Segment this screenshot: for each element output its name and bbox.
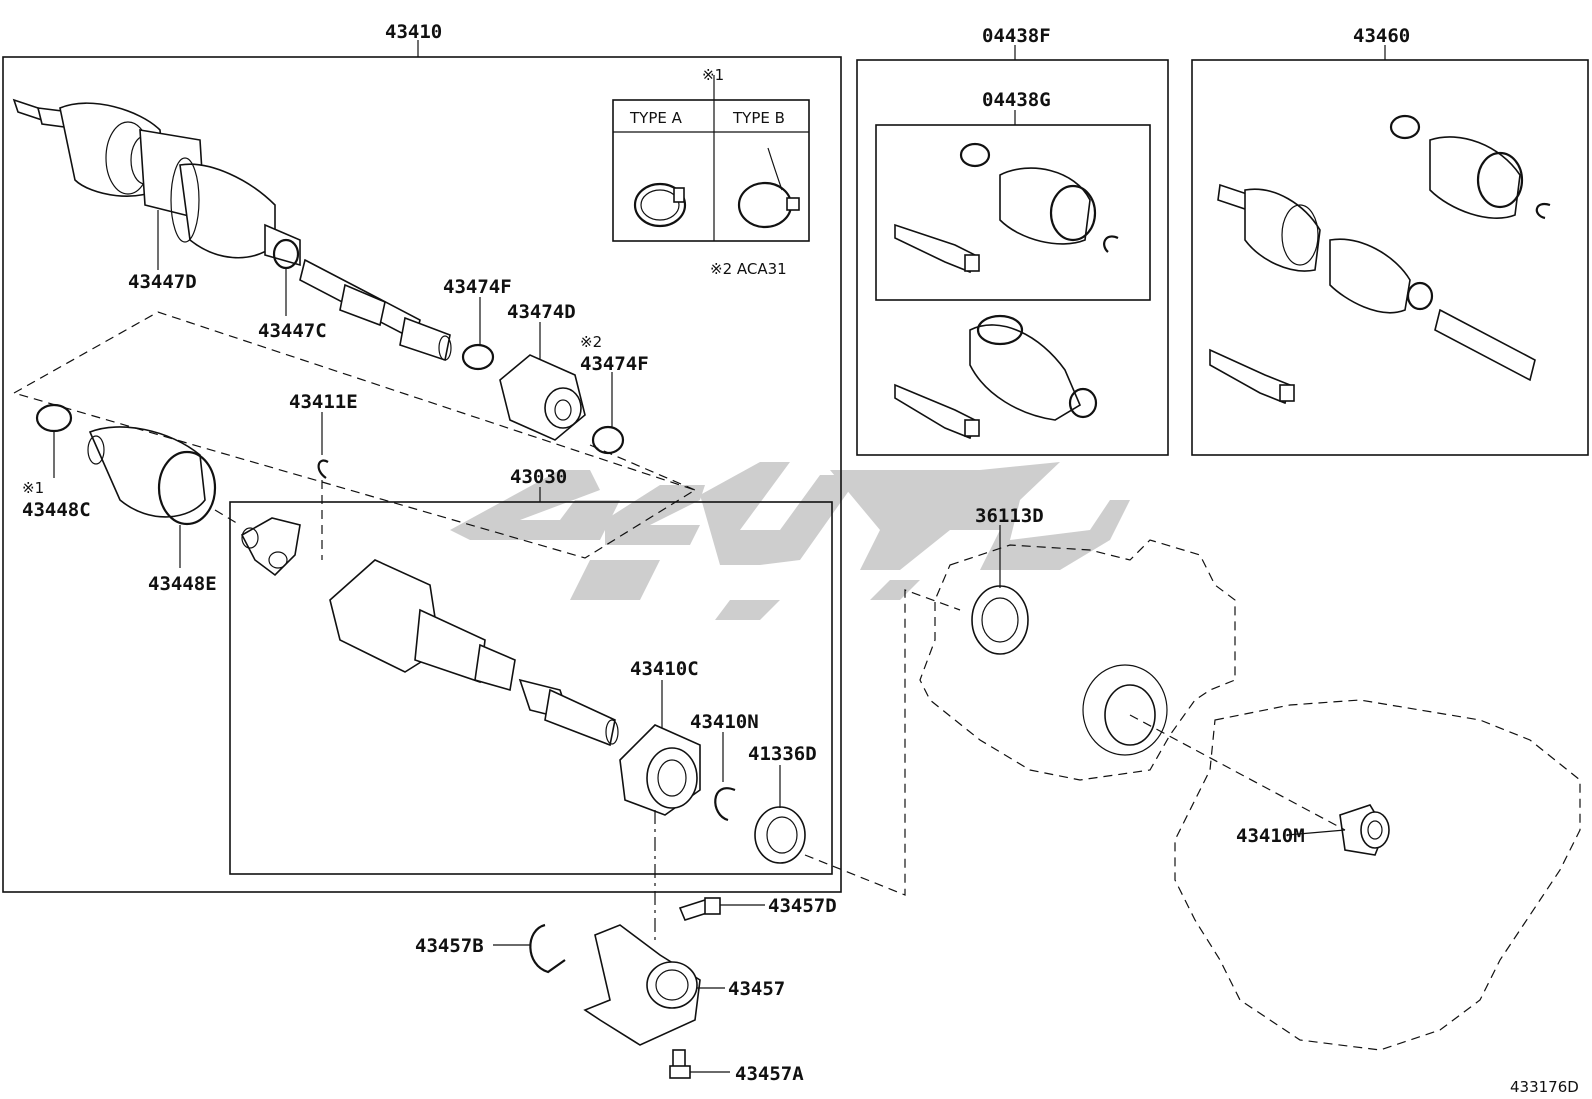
- transaxle-case-outline: [919, 539, 1581, 1051]
- assembly-43460: [1209, 114, 1551, 405]
- label-43410N: 43410N: [690, 711, 759, 733]
- kit-04438F-parts: [894, 314, 1098, 440]
- label-43460: 43460: [1353, 25, 1410, 47]
- bearing-43410M: [1339, 804, 1390, 856]
- leader-lines: [53, 40, 1386, 1073]
- diagram-id: 433176D: [1510, 1078, 1579, 1096]
- bearing-43410C: [619, 724, 701, 816]
- label-43447D: 43447D: [128, 271, 197, 293]
- label-04438F: 04438F: [982, 25, 1051, 47]
- box-04438F: [856, 59, 1169, 456]
- label-note2-mark: ※2: [580, 333, 602, 351]
- oil-seal-41336D: [754, 806, 806, 864]
- label-43474F-a: 43474F: [443, 276, 512, 298]
- box-43460: [1191, 59, 1589, 456]
- label-type-b: TYPE B: [732, 109, 785, 127]
- damper-43474D: [499, 354, 586, 441]
- assembly-lines: [12, 311, 1346, 940]
- snap-ring-43411E: [317, 459, 329, 479]
- clamp-type-inset: [612, 86, 810, 242]
- label-43448E: 43448E: [148, 573, 217, 595]
- clamp-type-a-icon: [633, 182, 687, 228]
- snap-ring-43410N: [714, 787, 736, 822]
- label-43448C: 43448C: [22, 499, 91, 521]
- bolt-43457A: [669, 1049, 691, 1079]
- watermark-logo: [450, 462, 1130, 620]
- outer-axle-assembly: [12, 98, 452, 362]
- bracket-43457: [583, 924, 701, 1046]
- label-43410C: 43410C: [630, 658, 699, 680]
- box-04438G: [875, 124, 1151, 301]
- label-43474D: 43474D: [507, 301, 576, 323]
- label-43457: 43457: [728, 978, 785, 1000]
- inner-joint-43030: [240, 517, 619, 747]
- label-type-a: TYPE A: [629, 109, 683, 127]
- label-note1-mark-b: ※1: [22, 479, 44, 497]
- clip-43457B: [529, 923, 566, 974]
- label-43457A: 43457A: [735, 1063, 804, 1085]
- label-note2-text: ※2 ACA31: [710, 260, 787, 278]
- clamp-43448C: [35, 403, 73, 433]
- clamp-type-b-icon: [737, 147, 800, 229]
- kit-04438G-parts: [894, 142, 1119, 274]
- label-43474F-b: 43474F: [580, 353, 649, 375]
- part-labels: 43410 04438F 04438G 43460 43447D 43447C …: [22, 21, 1579, 1096]
- label-43410M: 43410M: [1236, 825, 1305, 847]
- label-41336D: 41336D: [748, 743, 817, 765]
- bolt-43457D: [678, 897, 721, 921]
- label-43411E: 43411E: [289, 391, 358, 413]
- box-43030: [229, 501, 833, 875]
- label-43410: 43410: [385, 21, 442, 43]
- label-43447C: 43447C: [258, 320, 327, 342]
- label-04438G: 04438G: [982, 89, 1051, 111]
- label-43030: 43030: [510, 466, 567, 488]
- box-43410: [2, 56, 842, 893]
- boot-43448E: [87, 426, 217, 526]
- clamp-43474F-a: [461, 343, 495, 371]
- label-43457B: 43457B: [415, 935, 484, 957]
- clamp-43474F-b: [591, 425, 625, 455]
- label-43457D: 43457D: [768, 895, 837, 917]
- label-note1-mark: ※1: [702, 66, 724, 84]
- label-36113D: 36113D: [975, 505, 1044, 527]
